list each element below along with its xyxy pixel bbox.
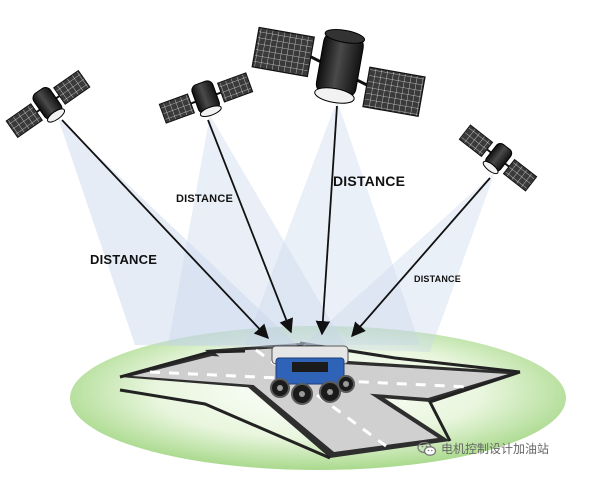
watermark-text: 电机控制设计加油站	[441, 442, 550, 456]
distance-arrows	[61, 105, 491, 340]
arrow-3	[315, 105, 338, 336]
arrow-1	[61, 119, 269, 340]
beam-4	[300, 172, 495, 352]
signal-beams	[58, 100, 495, 352]
wechat-icon	[417, 441, 437, 456]
distance-label-4: DISTANCE	[414, 274, 461, 284]
satellite-icon	[158, 72, 254, 124]
satellite-icon	[458, 124, 538, 192]
distance-label-1: DISTANCE	[90, 252, 158, 267]
road-intersection	[119, 341, 521, 460]
robot-vehicle	[270, 345, 355, 405]
satellite-icon	[251, 26, 426, 118]
arrow-4	[351, 177, 491, 338]
satellite-icon	[5, 69, 91, 139]
arrow-2	[207, 119, 293, 334]
distance-label-2: DISTANCE	[176, 193, 234, 205]
watermark: 电机控制设计加油站	[417, 440, 549, 457]
distance-label-3: DISTANCE	[333, 173, 406, 189]
